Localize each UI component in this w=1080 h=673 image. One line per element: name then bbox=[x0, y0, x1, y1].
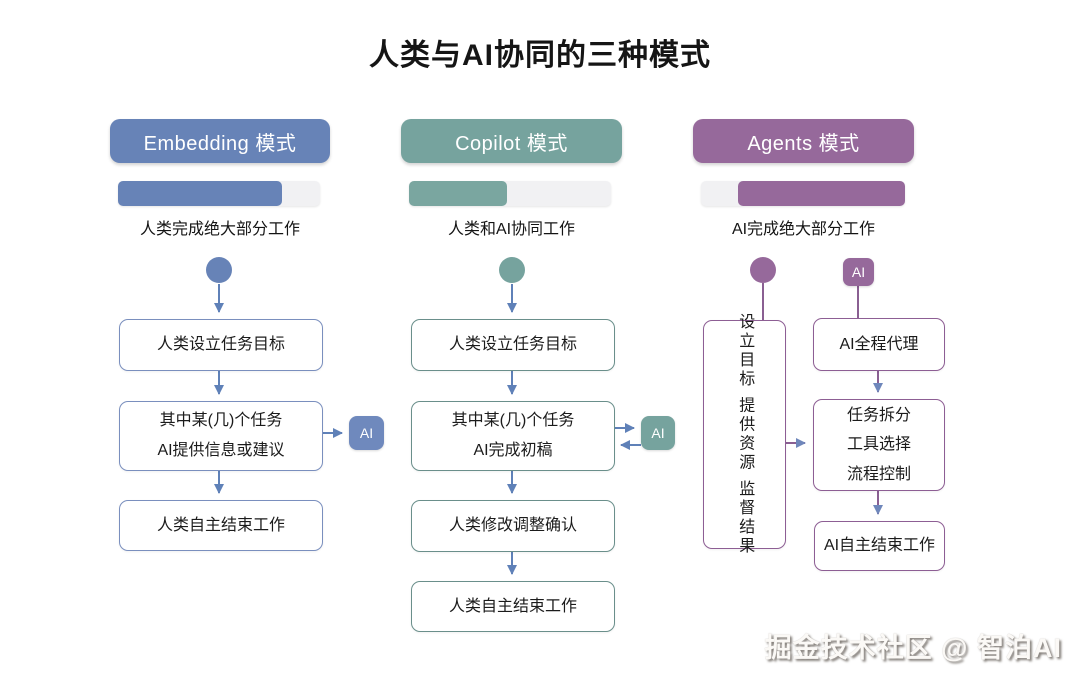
embedding-step-set-goal: 人类设立任务目标 bbox=[119, 319, 323, 371]
copilot-ratio-bar-fill bbox=[409, 181, 507, 206]
copilot-ai-badge: AI bbox=[641, 416, 675, 450]
agents-step-plan: 任务拆分 工具选择 流程控制 bbox=[813, 399, 945, 491]
copilot-start-node bbox=[499, 257, 525, 283]
embedding-step-finish: 人类自主结束工作 bbox=[119, 500, 323, 551]
agents-human-start-node bbox=[750, 257, 776, 283]
copilot-mode-header: Copilot 模式 bbox=[401, 119, 622, 163]
embedding-ai-badge: AI bbox=[349, 416, 384, 450]
embedding-caption: 人类完成绝大部分工作 bbox=[139, 221, 300, 238]
diagram-title: 人类与AI协同的三种模式 bbox=[369, 39, 711, 72]
agents-ai-badge: AI bbox=[843, 258, 874, 286]
copilot-caption: 人类和AI协同工作 bbox=[447, 221, 576, 238]
embedding-start-node bbox=[206, 257, 232, 283]
agents-mode-header: Agents 模式 bbox=[693, 119, 914, 163]
agents-human-role-box: 设立目标 提供资源 监督结果 bbox=[703, 313, 786, 556]
copilot-arrows bbox=[507, 284, 641, 575]
copilot-step-review: 人类修改调整确认 bbox=[411, 500, 615, 552]
copilot-step-ai-draft: 其中某(几)个任务 AI完成初稿 bbox=[411, 401, 615, 471]
watermark: 掘金技术社区 @ 智泊AI bbox=[764, 633, 1062, 663]
copilot-step-finish: 人类自主结束工作 bbox=[411, 581, 615, 632]
agents-human-role-text: 设立目标 提供资源 监督结果 bbox=[736, 313, 754, 556]
copilot-step-set-goal: 人类设立任务目标 bbox=[411, 319, 615, 371]
agents-ratio-bar-fill bbox=[738, 181, 905, 206]
embedding-ratio-bar-fill bbox=[118, 181, 282, 206]
embedding-mode-header: Embedding 模式 bbox=[110, 119, 330, 163]
embedding-step-ai-suggest: 其中某(几)个任务 AI提供信息或建议 bbox=[119, 401, 323, 471]
agents-step-full-proxy: AI全程代理 bbox=[813, 318, 945, 371]
agents-step-finish: AI自主结束工作 bbox=[814, 521, 945, 571]
embedding-arrows bbox=[214, 284, 343, 494]
agents-arrows bbox=[762, 283, 883, 515]
agents-caption: AI完成绝大部分工作 bbox=[731, 221, 876, 238]
